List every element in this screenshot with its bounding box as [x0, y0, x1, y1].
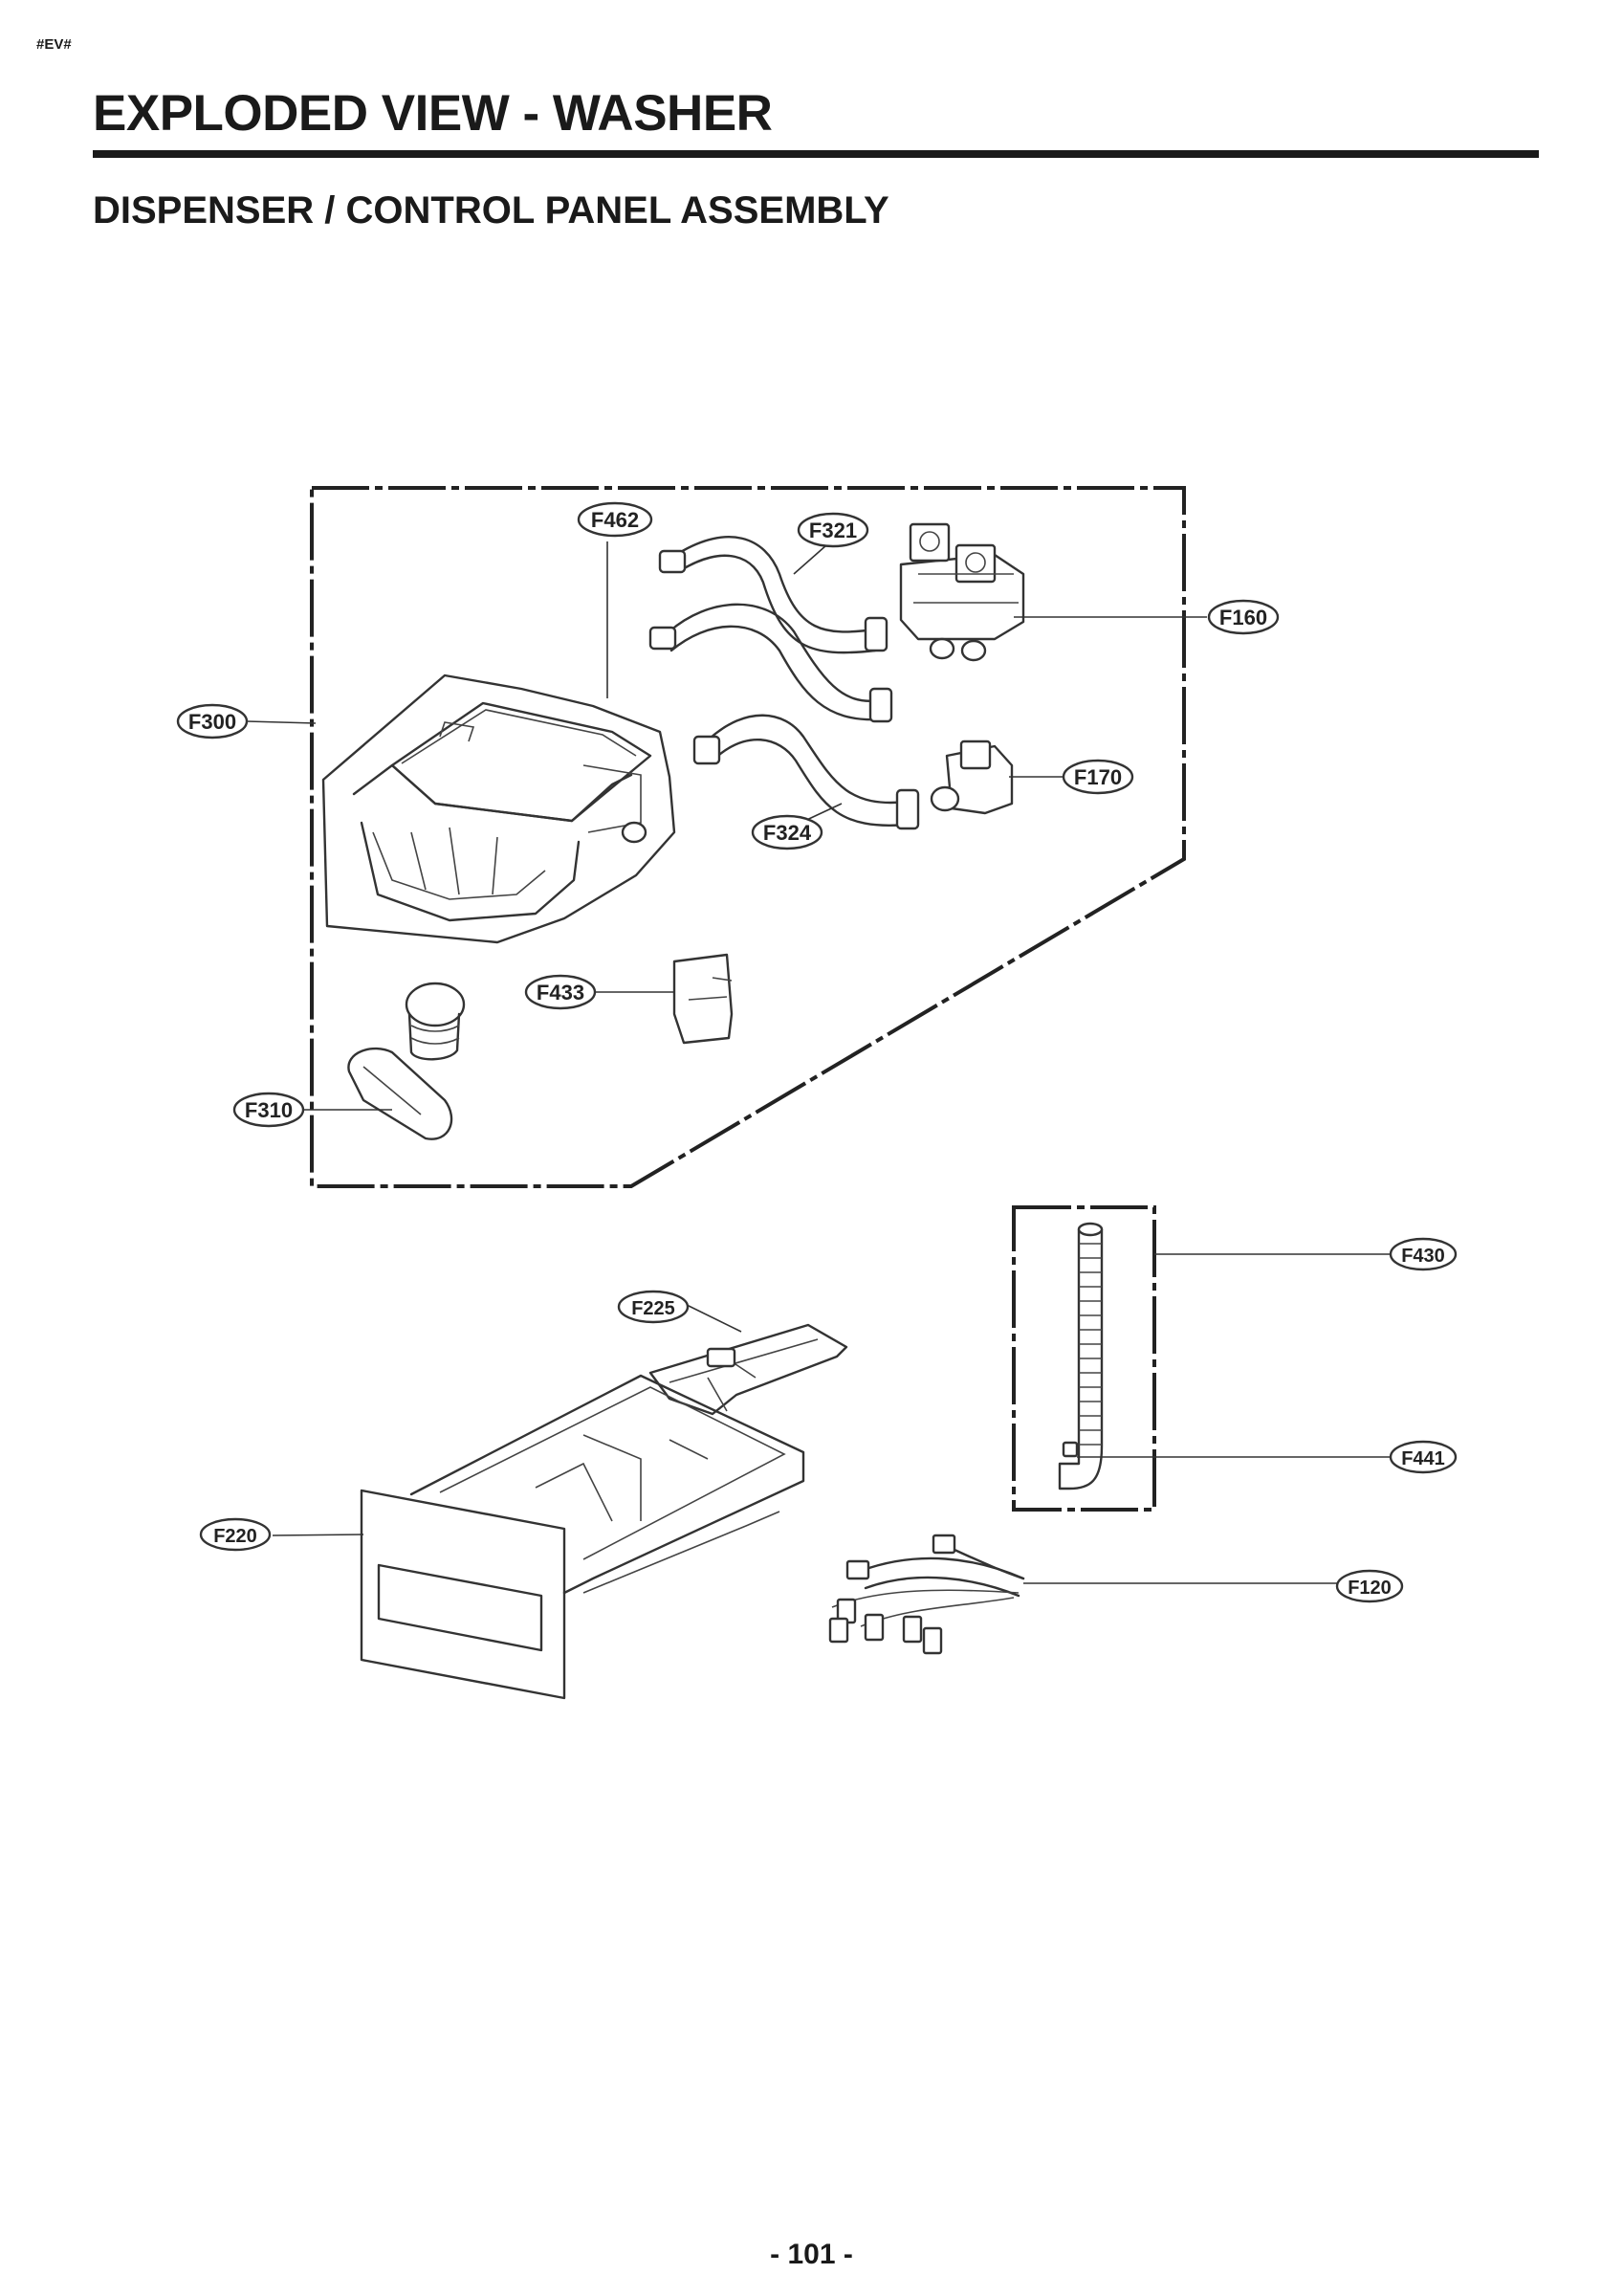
inlet-hose-upper-part [648, 536, 893, 723]
dispenser-housing-part [321, 673, 676, 944]
inlet-hose-lower-part [692, 714, 920, 830]
svg-text:F310: F310 [245, 1098, 293, 1122]
page-title: EXPLODED VIEW - WASHER [93, 85, 773, 142]
svg-text:F225: F225 [631, 1298, 675, 1319]
callout-F310: F310 [232, 1092, 305, 1128]
section-subtitle: DISPENSER / CONTROL PANEL ASSEMBLY [93, 189, 889, 232]
assembly-frame-lower [1012, 1205, 1156, 1512]
callout-F433: F433 [524, 974, 597, 1010]
water-valve-double-part [899, 522, 1025, 662]
svg-text:F170: F170 [1074, 765, 1122, 789]
water-valve-single-part [930, 740, 1014, 815]
svg-text:F441: F441 [1401, 1448, 1445, 1469]
callout-F170: F170 [1062, 759, 1134, 795]
svg-text:F300: F300 [188, 710, 236, 734]
svg-text:F324: F324 [763, 821, 812, 845]
callout-F300: F300 [176, 703, 249, 740]
dispenser-cover-part [648, 1323, 848, 1416]
svg-text:F220: F220 [213, 1526, 257, 1547]
dispenser-bellow-part [347, 982, 466, 1140]
title-rule [93, 150, 1539, 158]
callout-F462: F462 [577, 501, 653, 538]
dispenser-drawer-part [360, 1374, 805, 1700]
wire-harness-part [828, 1534, 1025, 1655]
callout-F321: F321 [797, 512, 869, 548]
svg-text:F120: F120 [1348, 1578, 1392, 1599]
callout-F225: F225 [617, 1290, 690, 1324]
callout-F220: F220 [199, 1517, 272, 1552]
svg-text:F321: F321 [809, 519, 857, 542]
callout-F120: F120 [1335, 1569, 1404, 1603]
page-tag: #EV# [36, 36, 72, 53]
corrugated-hose-part [1058, 1222, 1104, 1490]
page-number: - 101 - [770, 2239, 853, 2270]
callout-F160: F160 [1207, 599, 1280, 635]
svg-text:F160: F160 [1219, 606, 1267, 629]
callout-F324: F324 [751, 814, 823, 850]
assembly-frame-upper [310, 486, 1186, 1188]
callout-F430: F430 [1389, 1237, 1458, 1271]
svg-text:F433: F433 [537, 981, 584, 1004]
hose-bracket-part [672, 953, 734, 1045]
svg-text:F430: F430 [1401, 1246, 1445, 1267]
svg-text:F462: F462 [591, 508, 639, 532]
callout-F441: F441 [1389, 1440, 1458, 1474]
